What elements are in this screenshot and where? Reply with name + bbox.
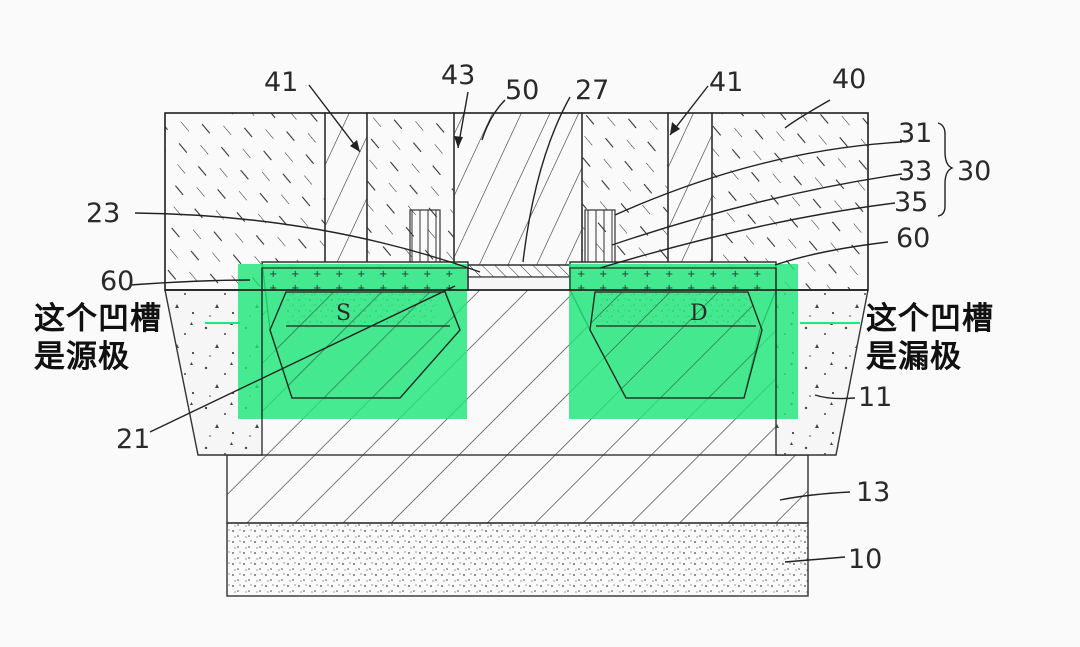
- label-41-left: 41: [264, 67, 298, 98]
- label-41-right: 41: [709, 67, 743, 98]
- label-13: 13: [856, 477, 890, 508]
- label-11: 11: [858, 382, 892, 413]
- label-43: 43: [441, 60, 475, 91]
- stack-outline: [164, 112, 869, 291]
- label-23: 23: [86, 198, 120, 229]
- label-27: 27: [575, 75, 609, 106]
- isolation-trench-left-fill: [165, 290, 262, 455]
- label-60-left: 60: [100, 266, 134, 297]
- substrate-layer-10: [226, 522, 809, 597]
- drain-cap-outline: [569, 267, 777, 291]
- label-60-right: 60: [896, 223, 930, 254]
- drain-caption-line1: 这个凹槽: [866, 301, 994, 337]
- label-33: 33: [898, 156, 932, 187]
- well-layer-13: [226, 454, 809, 524]
- label-10: 10: [848, 544, 882, 575]
- drain-letter: D: [690, 301, 708, 326]
- label-40: 40: [832, 64, 866, 95]
- label-50: 50: [505, 75, 539, 106]
- spacer-41-left: [324, 112, 368, 264]
- drain-caption-line2: 是漏极: [866, 339, 962, 375]
- drain-epi-outline: [589, 291, 763, 399]
- source-caption-line2: 是源极: [34, 339, 130, 375]
- label-30: 30: [957, 156, 991, 187]
- source-caption: 这个凹槽 是源极: [34, 300, 162, 376]
- leader-lines: [129, 84, 954, 563]
- drain-caption: 这个凹槽 是漏极: [866, 300, 994, 376]
- label-21: 21: [116, 424, 150, 455]
- gate-electrode-50: [453, 112, 583, 266]
- source-epi-outline: [269, 291, 461, 399]
- isolation-trench-right-fill: [776, 290, 868, 455]
- source-caption-line1: 这个凹槽: [34, 301, 162, 337]
- gate-liner-right: [584, 209, 616, 266]
- spacer-41-right: [667, 112, 713, 264]
- source-letter: S: [336, 301, 351, 326]
- source-cap-outline: [261, 267, 469, 291]
- label-35: 35: [894, 187, 928, 218]
- label-31: 31: [898, 118, 932, 149]
